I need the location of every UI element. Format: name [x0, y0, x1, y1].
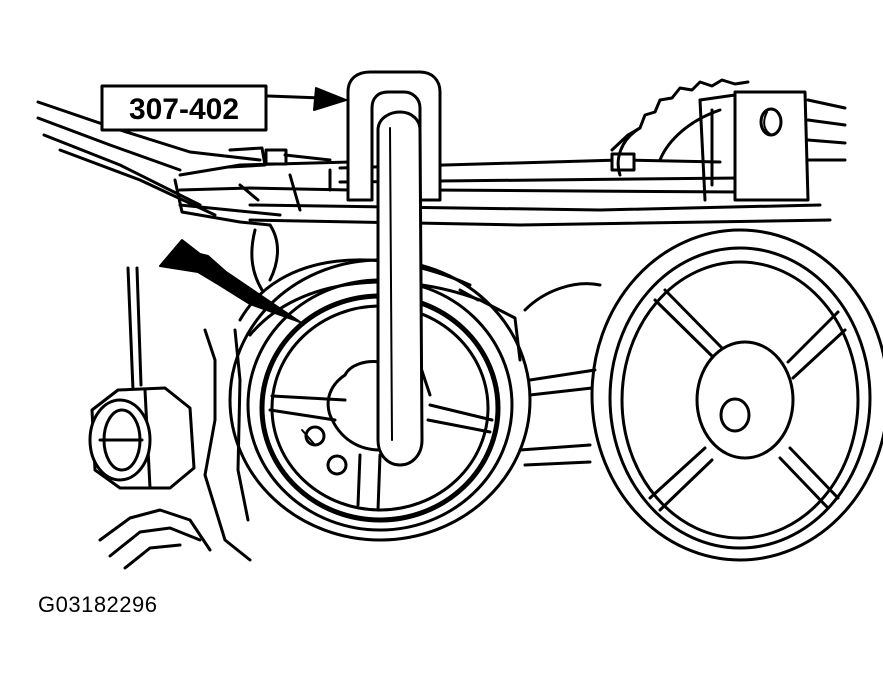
timing-tool-307-402: [346, 70, 442, 467]
tool-label: 307-402: [129, 93, 239, 126]
dowel-and-nut: [88, 266, 196, 490]
idler-pulley: [518, 228, 883, 562]
pointer-arrow-icon: [313, 87, 347, 111]
cam-bracket: [698, 90, 847, 202]
callout-arrow-icon: [159, 239, 301, 323]
tool-label-callout: 307-402: [100, 84, 347, 132]
figure-id: G03182296: [38, 592, 158, 617]
